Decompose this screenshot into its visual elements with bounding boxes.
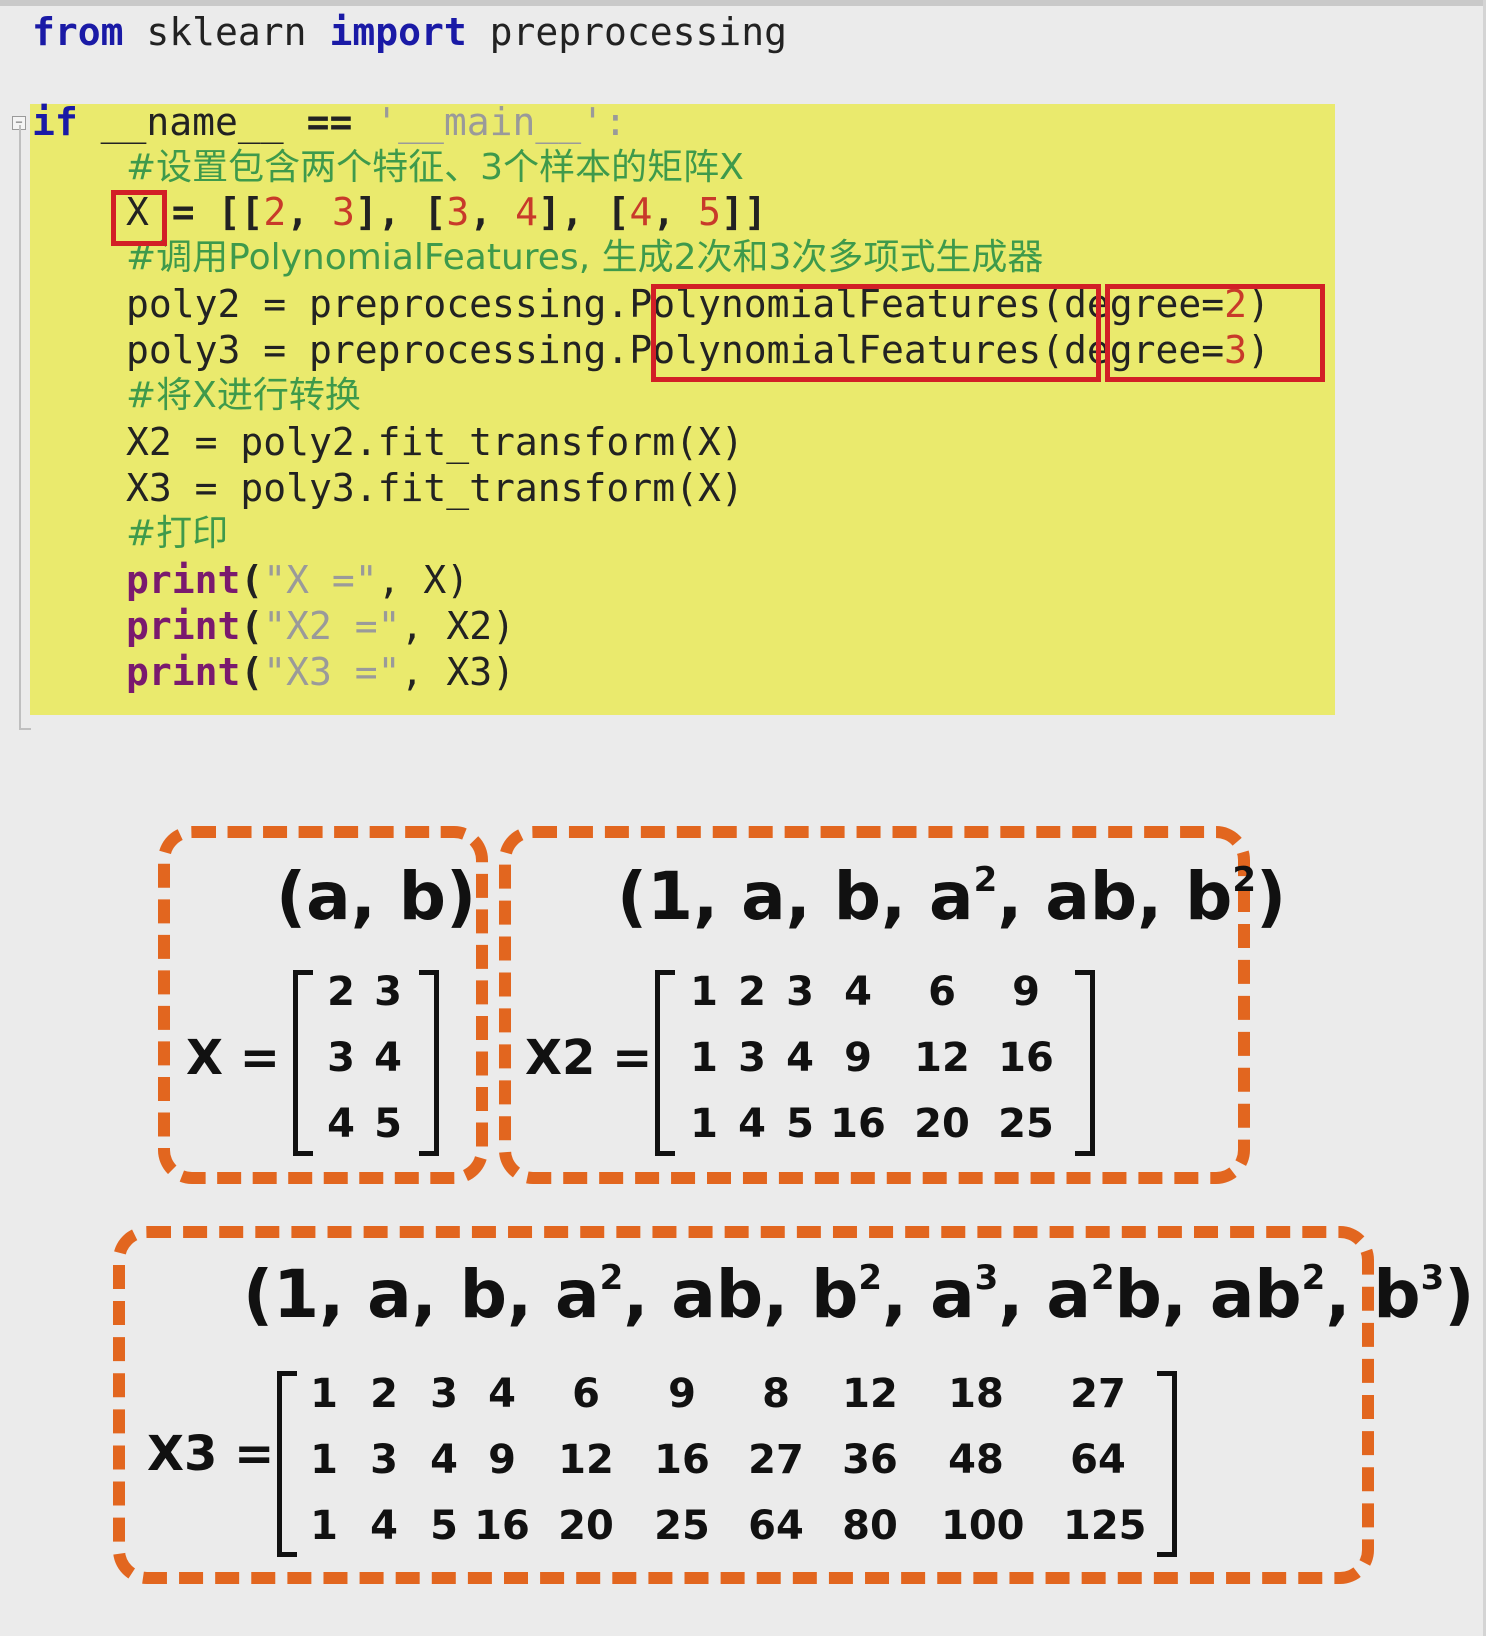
panel-x3-label: X3 =	[147, 1426, 275, 1482]
matrix-cell: 20	[914, 1101, 970, 1147]
matrix-cell: 20	[558, 1503, 614, 1549]
matrix-cell: 64	[1070, 1437, 1126, 1483]
matrix-cell: 3	[374, 969, 402, 1015]
panel-x3-left-bracket	[277, 1371, 297, 1557]
matrix-cell: 9	[844, 1035, 872, 1081]
matrix-cell: 3	[430, 1371, 458, 1417]
panel-x-box	[158, 826, 488, 1184]
matrix-cell: 16	[830, 1101, 886, 1147]
code-line-if: if __name__ == '__main__':	[32, 100, 627, 144]
matrix-cell: 4	[844, 969, 872, 1015]
matrix-cell: 9	[668, 1371, 696, 1417]
code-comment-print: #打印	[126, 513, 229, 554]
code-line-print-x2: print("X2 =", X2)	[126, 604, 515, 648]
panel-x3-right-bracket	[1157, 1371, 1177, 1557]
matrix-cell: 16	[998, 1035, 1054, 1081]
matrix-cell: 16	[654, 1437, 710, 1483]
matrix-cell: 5	[786, 1101, 814, 1147]
code-line-print-x3: print("X3 =", X3)	[126, 650, 515, 694]
code-comment-transform: #将X进行转换	[126, 375, 361, 416]
matrix-cell: 2	[738, 969, 766, 1015]
panel-x3-box	[113, 1226, 1374, 1584]
code-line-poly3: poly3 = preprocessing.PolynomialFeatures…	[126, 328, 1270, 372]
matrix-cell: 27	[748, 1437, 804, 1483]
matrix-cell: 3	[786, 969, 814, 1015]
matrix-cell: 3	[370, 1437, 398, 1483]
panel-x2-right-bracket	[1075, 970, 1095, 1156]
top-border	[0, 0, 1486, 6]
panel-x3-title: (1, a, b, a2, ab, b2, a3, a2b, ab2, b3)	[243, 1256, 1475, 1333]
right-scrollbar-edge	[1483, 0, 1486, 1636]
matrix-cell: 4	[786, 1035, 814, 1081]
panel-x-label: X =	[186, 1030, 280, 1086]
matrix-cell: 1	[690, 1035, 718, 1081]
panel-x-right-bracket	[419, 970, 439, 1156]
matrix-cell: 2	[327, 969, 355, 1015]
matrix-cell: 6	[572, 1371, 600, 1417]
matrix-cell: 1	[690, 969, 718, 1015]
matrix-cell: 9	[1012, 969, 1040, 1015]
selection-highlight	[30, 104, 1335, 715]
matrix-cell: 1	[310, 1437, 338, 1483]
matrix-cell: 4	[738, 1101, 766, 1147]
panel-x-title: (a, b)	[276, 858, 477, 935]
matrix-cell: 4	[327, 1101, 355, 1147]
matrix-cell: 125	[1063, 1503, 1147, 1549]
code-line-print-x: print("X =", X)	[126, 558, 470, 602]
matrix-cell: 3	[327, 1035, 355, 1081]
code-line-x3: X3 = poly3.fit_transform(X)	[126, 466, 744, 510]
matrix-cell: 4	[488, 1371, 516, 1417]
matrix-cell: 1	[310, 1371, 338, 1417]
matrix-cell: 12	[558, 1437, 614, 1483]
matrix-cell: 8	[762, 1371, 790, 1417]
code-line-import: from sklearn import preprocessing	[32, 10, 788, 54]
panel-x2-label: X2 =	[525, 1030, 653, 1086]
fold-guide-line	[19, 125, 21, 730]
code-line-poly2: poly2 = preprocessing.PolynomialFeatures…	[126, 282, 1270, 326]
matrix-cell: 3	[738, 1035, 766, 1081]
matrix-cell: 16	[474, 1503, 530, 1549]
matrix-cell: 1	[310, 1503, 338, 1549]
matrix-cell: 25	[654, 1503, 710, 1549]
annotation-box-degree	[1105, 284, 1325, 382]
code-line-x-assign: X = [[2, 3], [3, 4], [4, 5]]	[126, 190, 767, 234]
matrix-cell: 25	[998, 1101, 1054, 1147]
matrix-cell: 100	[941, 1503, 1025, 1549]
matrix-cell: 2	[370, 1371, 398, 1417]
matrix-cell: 80	[842, 1503, 898, 1549]
panel-x-left-bracket	[293, 970, 313, 1156]
fold-toggle-icon[interactable]: −	[12, 116, 26, 130]
code-comment-polynomial: #调用PolynomialFeatures, 生成2次和3次多项式生成器	[126, 237, 1044, 278]
matrix-cell: 6	[928, 969, 956, 1015]
matrix-cell: 48	[948, 1437, 1004, 1483]
panel-x2-left-bracket	[655, 970, 675, 1156]
code-comment-matrix: #设置包含两个特征、3个样本的矩阵X	[126, 147, 744, 188]
matrix-cell: 64	[748, 1503, 804, 1549]
matrix-cell: 27	[1070, 1371, 1126, 1417]
matrix-cell: 4	[374, 1035, 402, 1081]
code-line-x2: X2 = poly2.fit_transform(X)	[126, 420, 744, 464]
fold-guide-end	[19, 728, 31, 730]
matrix-cell: 1	[690, 1101, 718, 1147]
matrix-cell: 18	[948, 1371, 1004, 1417]
matrix-cell: 36	[842, 1437, 898, 1483]
matrix-cell: 4	[370, 1503, 398, 1549]
panel-x2-box	[499, 826, 1250, 1184]
matrix-cell: 9	[488, 1437, 516, 1483]
panel-x2-title: (1, a, b, a2, ab, b2)	[617, 858, 1287, 935]
matrix-cell: 12	[914, 1035, 970, 1081]
annotation-box-x	[111, 190, 167, 246]
matrix-cell: 5	[430, 1503, 458, 1549]
annotation-box-polynomialfeatures	[651, 284, 1101, 382]
matrix-cell: 12	[842, 1371, 898, 1417]
matrix-cell: 4	[430, 1437, 458, 1483]
matrix-cell: 5	[374, 1101, 402, 1147]
